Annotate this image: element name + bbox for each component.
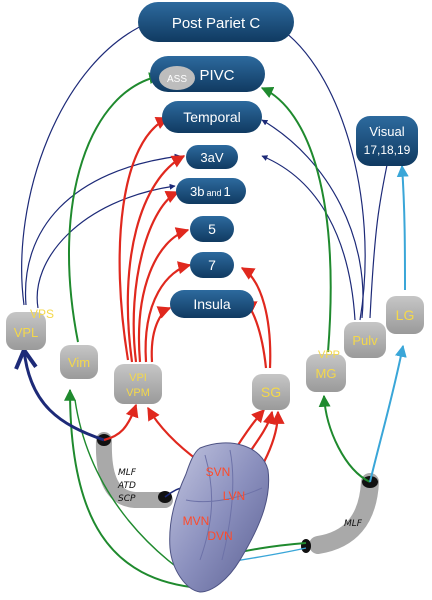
tract-junction-lower <box>301 539 311 553</box>
label-post-pariet: Post Pariet C <box>172 15 261 32</box>
navy-projections <box>21 21 390 321</box>
label-pivc: PIVC <box>199 67 234 84</box>
thalamus-mg: VPP MG <box>306 349 346 392</box>
left-tract-band <box>95 432 173 508</box>
label-3av: 3aV <box>200 150 223 165</box>
label-one: 1 <box>224 184 231 199</box>
label-vpp: VPP <box>318 349 340 361</box>
thalamus-vpi-vpm: VPI VPM <box>114 364 162 404</box>
label-mlf-left: MLF <box>118 468 137 478</box>
label-vpi: VPI <box>129 372 147 384</box>
label-insula: Insula <box>193 296 231 312</box>
cortex-insula: Insula <box>170 290 254 318</box>
label-dvn: DVN <box>207 529 232 543</box>
cortex-temporal: Temporal <box>162 101 262 133</box>
label-svn: SVN <box>206 465 231 479</box>
label-visual-areas: 17,18,19 <box>364 143 411 157</box>
label-visual: Visual <box>369 124 404 139</box>
cortex-post-pariet: Post Pariet C <box>138 2 294 42</box>
cortex-5: 5 <box>190 216 234 242</box>
label-lg: LG <box>396 307 415 323</box>
vestibular-nuclei-complex: SVN LVN MVN DVN <box>169 442 270 593</box>
thalamus-vpl: VPS VPL <box>6 307 54 350</box>
label-scp: SCP <box>118 494 136 504</box>
thalamus-vim: Vim <box>60 345 98 379</box>
navy-vpl-input <box>24 350 105 442</box>
label-pulv: Pulv <box>352 333 378 348</box>
label-vim: Vim <box>68 355 90 370</box>
label-vps: VPS <box>30 307 54 321</box>
label-lvn: LVN <box>223 489 245 503</box>
cortex-pivc: ASS PIVC <box>150 56 265 92</box>
label-vpm: VPM <box>126 387 150 399</box>
right-tract-band <box>309 473 379 554</box>
thalamus-lg: LG <box>386 296 424 334</box>
label-mvn: MVN <box>183 514 210 528</box>
label-7: 7 <box>208 257 216 273</box>
red-projections <box>103 116 285 501</box>
label-atd: ATD <box>117 481 136 491</box>
thalamus-pulv: Pulv <box>344 322 386 358</box>
cortex-7: 7 <box>190 252 234 278</box>
label-3b: 3b <box>190 184 204 199</box>
label-5: 5 <box>208 221 216 237</box>
label-ass: ASS <box>167 74 187 85</box>
label-and: and <box>206 188 221 198</box>
label-sg: SG <box>261 384 281 400</box>
label-temporal: Temporal <box>183 109 241 125</box>
label-mg: MG <box>316 366 337 381</box>
cortex-3av: 3aV <box>186 145 238 169</box>
label-mlf-right: MLF <box>344 519 363 529</box>
label-vpl: VPL <box>14 325 39 340</box>
cortex-visual: Visual 17,18,19 <box>356 116 418 166</box>
thalamus-sg: SG <box>252 374 290 410</box>
